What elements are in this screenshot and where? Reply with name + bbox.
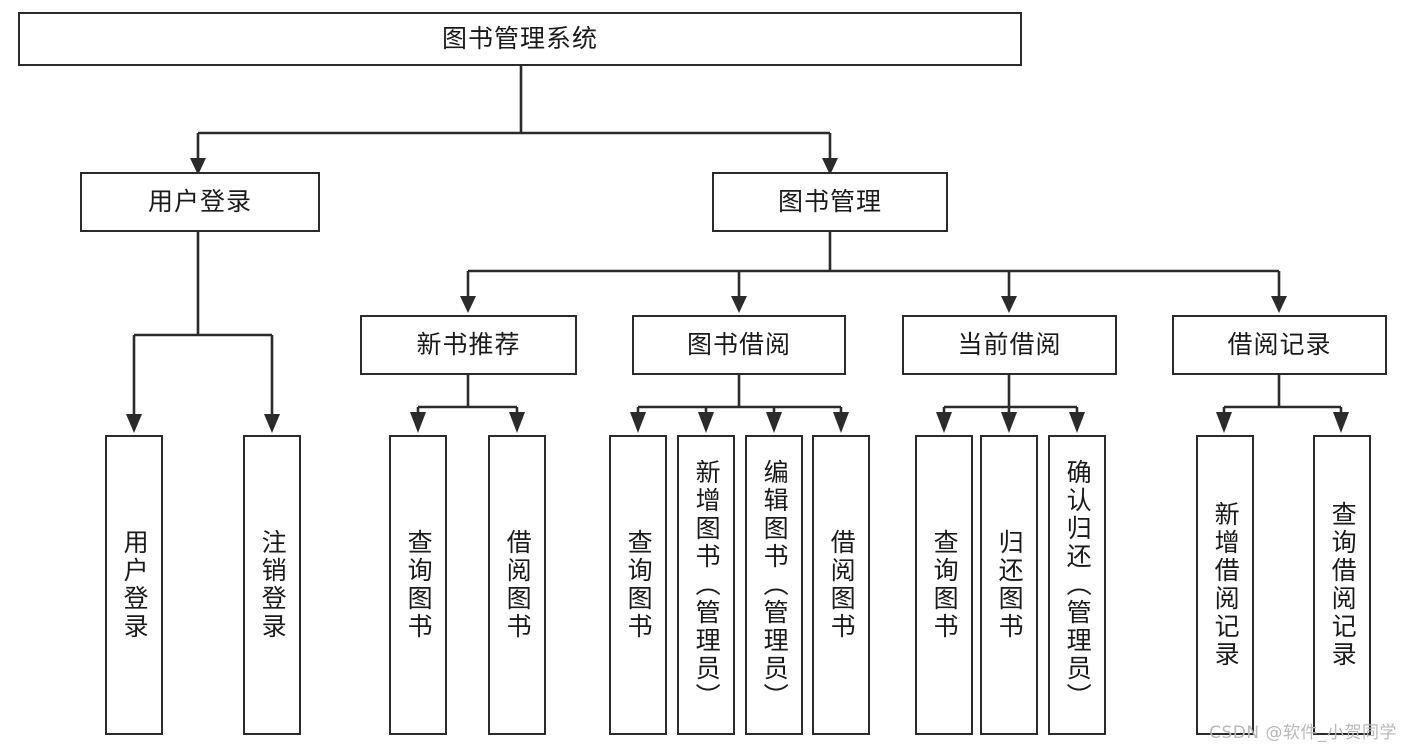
leaf-current-confirm-return-admin[interactable]: 确认归还（管理员） bbox=[1048, 435, 1106, 735]
node-root-book-management-system[interactable]: 图书管理系统 bbox=[18, 12, 1022, 66]
node-label: 图书管理 bbox=[777, 187, 882, 216]
node-label: 查询借阅记录 bbox=[1328, 501, 1358, 669]
leaf-recommend-borrow-book[interactable]: 借阅图书 bbox=[488, 435, 546, 735]
node-label: 新增图书（管理员） bbox=[692, 459, 722, 711]
node-borrow-record[interactable]: 借阅记录 bbox=[1172, 315, 1387, 375]
leaf-user-login-logout[interactable]: 注销登录 bbox=[243, 435, 301, 735]
node-book-borrow[interactable]: 图书借阅 bbox=[632, 315, 846, 375]
node-label: 借阅图书 bbox=[827, 529, 857, 641]
node-label: 借阅图书 bbox=[503, 529, 533, 641]
node-label: 用户登录 bbox=[147, 187, 252, 216]
node-label: 确认归还（管理员） bbox=[1063, 459, 1093, 711]
node-label: 借阅记录 bbox=[1227, 330, 1332, 359]
node-label: 编辑图书（管理员） bbox=[760, 459, 790, 711]
node-label: 新书推荐 bbox=[416, 330, 521, 359]
leaf-borrow-query-book[interactable]: 查询图书 bbox=[609, 435, 667, 735]
node-label: 归还图书 bbox=[995, 529, 1025, 641]
node-label: 查询图书 bbox=[404, 529, 434, 641]
node-label: 查询图书 bbox=[624, 529, 654, 641]
node-label: 用户登录 bbox=[120, 529, 150, 641]
leaf-borrow-borrow-book[interactable]: 借阅图书 bbox=[812, 435, 870, 735]
leaf-user-login-login[interactable]: 用户登录 bbox=[105, 435, 163, 735]
leaf-borrow-edit-book-admin[interactable]: 编辑图书（管理员） bbox=[745, 435, 803, 735]
node-user-login[interactable]: 用户登录 bbox=[80, 172, 320, 232]
leaf-current-return-book[interactable]: 归还图书 bbox=[980, 435, 1038, 735]
node-label: 图书借阅 bbox=[686, 330, 791, 359]
node-label: 图书管理系统 bbox=[441, 24, 598, 53]
leaf-current-query-book[interactable]: 查询图书 bbox=[915, 435, 973, 735]
leaf-borrow-add-book-admin[interactable]: 新增图书（管理员） bbox=[677, 435, 735, 735]
node-label: 当前借阅 bbox=[957, 330, 1062, 359]
node-label: 查询图书 bbox=[930, 529, 960, 641]
node-label: 注销登录 bbox=[258, 529, 288, 641]
node-new-book-recommend[interactable]: 新书推荐 bbox=[360, 315, 577, 375]
node-current-borrow[interactable]: 当前借阅 bbox=[902, 315, 1117, 375]
leaf-record-query-borrow-record[interactable]: 查询借阅记录 bbox=[1313, 435, 1371, 735]
node-label: 新增借阅记录 bbox=[1211, 501, 1241, 669]
node-book-management[interactable]: 图书管理 bbox=[712, 172, 948, 232]
leaf-record-add-borrow-record[interactable]: 新增借阅记录 bbox=[1196, 435, 1254, 735]
leaf-recommend-query-book[interactable]: 查询图书 bbox=[389, 435, 447, 735]
